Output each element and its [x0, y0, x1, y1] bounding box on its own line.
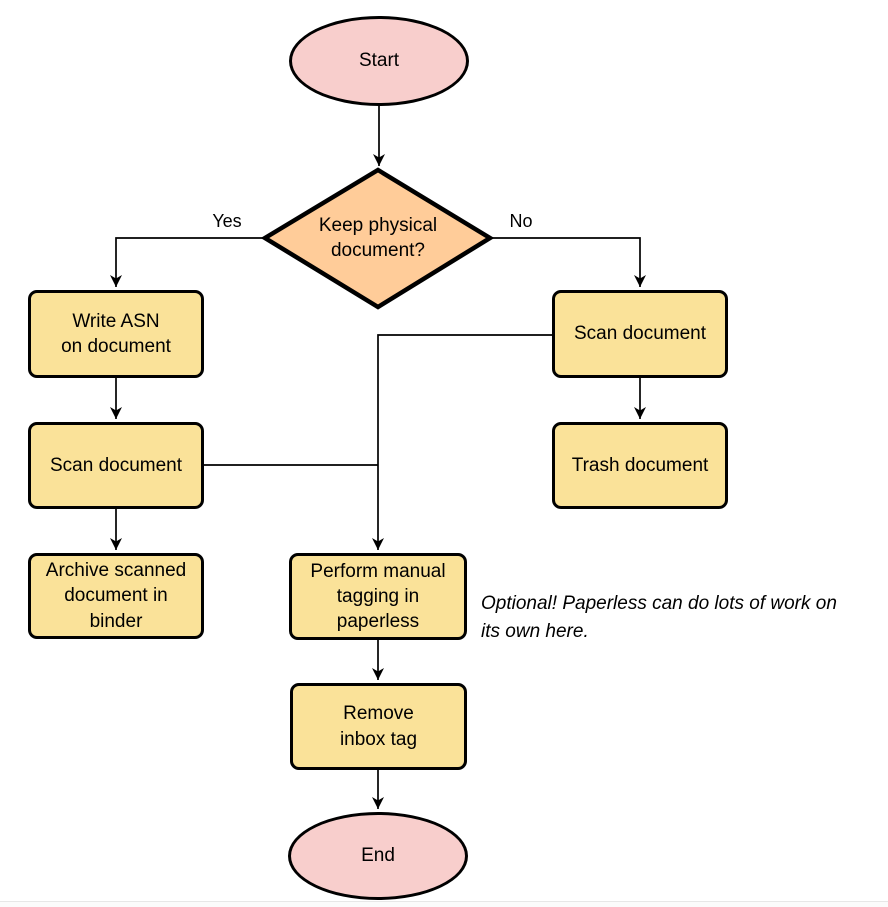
bottom-edge-divider	[0, 901, 888, 907]
decision-node-label: Keep physical document?	[318, 215, 438, 262]
process-scan-document-left-label: Scan document	[49, 454, 183, 476]
process-manual-tagging: Perform manual tagging in paperless	[289, 553, 467, 640]
start-node-label: Start	[358, 50, 400, 72]
end-node: End	[288, 812, 468, 900]
process-write-asn: Write ASN on document	[28, 290, 204, 378]
process-write-asn-label: Write ASN on document	[61, 310, 171, 357]
process-trash-document-label: Trash document	[571, 454, 709, 476]
process-archive-scanned: Archive scanned document in binder	[28, 553, 204, 639]
decision-node-shape	[260, 167, 495, 310]
end-node-label: End	[361, 845, 395, 867]
edge-label-yes: Yes	[212, 211, 242, 231]
edge-scan-right-to-tagging	[372, 334, 552, 550]
process-archive-scanned-label: Archive scanned document in binder	[45, 560, 187, 632]
process-scan-document-right: Scan document	[552, 290, 728, 378]
process-trash-document: Trash document	[552, 422, 728, 509]
optional-note: Optional! Paperless can do lots of work …	[481, 593, 837, 643]
start-node: Start	[289, 16, 469, 106]
process-remove-inbox-tag: Remove inbox tag	[290, 683, 467, 770]
edge-decision-yes-to-write-asn	[110, 237, 265, 287]
edge-decision-no-to-scan-right	[490, 237, 646, 287]
process-manual-tagging-label: Perform manual tagging in paperless	[310, 560, 446, 633]
process-remove-inbox-tag-label: Remove inbox tag	[339, 703, 418, 750]
process-scan-document-left: Scan document	[28, 422, 204, 509]
edge-label-no: No	[509, 211, 533, 231]
process-scan-document-right-label: Scan document	[573, 323, 707, 345]
